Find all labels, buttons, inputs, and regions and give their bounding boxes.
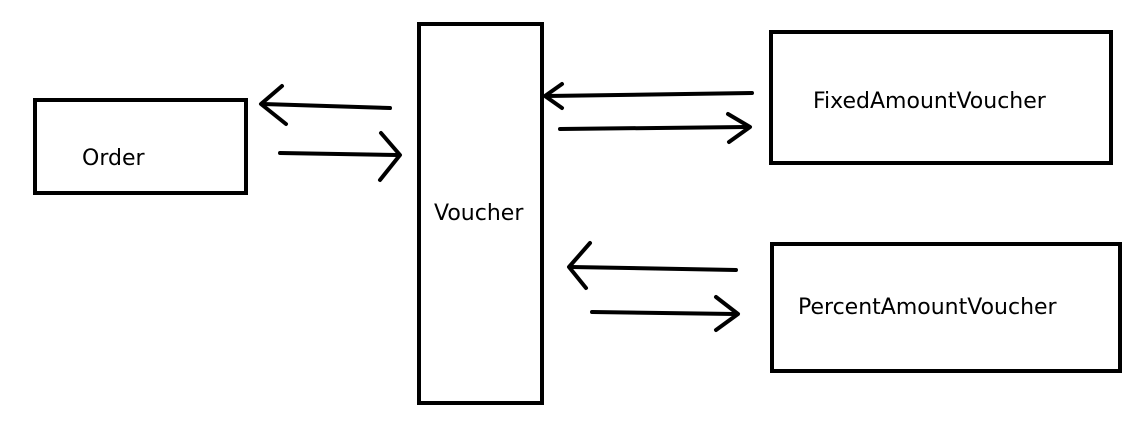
fixed-amount-voucher-box	[769, 30, 1113, 165]
arrow-head	[543, 82, 564, 110]
arrow-shaft	[261, 102, 392, 110]
arrow-shaft	[590, 310, 737, 316]
percent-amount-voucher-node: PercentAmountVoucher	[770, 242, 1122, 373]
arrow-shaft	[278, 151, 399, 157]
arrow-head	[378, 131, 402, 182]
arrow-percent-to-voucher	[567, 241, 738, 290]
arrow-shaft	[545, 91, 754, 98]
arrow-voucher-to-percent	[590, 295, 740, 332]
arrow-head	[259, 84, 288, 126]
order-node: Order	[33, 98, 248, 195]
arrow-voucher-to-order	[259, 84, 392, 126]
order-label: Order	[82, 146, 145, 171]
voucher-node: Voucher	[417, 22, 544, 405]
arrow-shaft	[569, 265, 738, 272]
arrow-voucher-to-fixed	[558, 112, 752, 144]
arrow-head	[726, 112, 752, 144]
fixed-amount-voucher-label: FixedAmountVoucher	[813, 89, 1047, 114]
arrow-head	[567, 241, 592, 290]
arrow-head	[714, 295, 740, 332]
fixed-amount-voucher-node: FixedAmountVoucher	[769, 30, 1113, 165]
percent-amount-voucher-box	[770, 242, 1122, 373]
percent-amount-voucher-label: PercentAmountVoucher	[798, 295, 1058, 320]
arrow-order-to-voucher	[278, 131, 402, 182]
voucher-box	[417, 22, 544, 405]
arrow-shaft	[558, 125, 748, 131]
order-box	[33, 98, 248, 195]
voucher-label: Voucher	[434, 201, 524, 226]
arrow-fixed-to-voucher	[543, 82, 754, 110]
